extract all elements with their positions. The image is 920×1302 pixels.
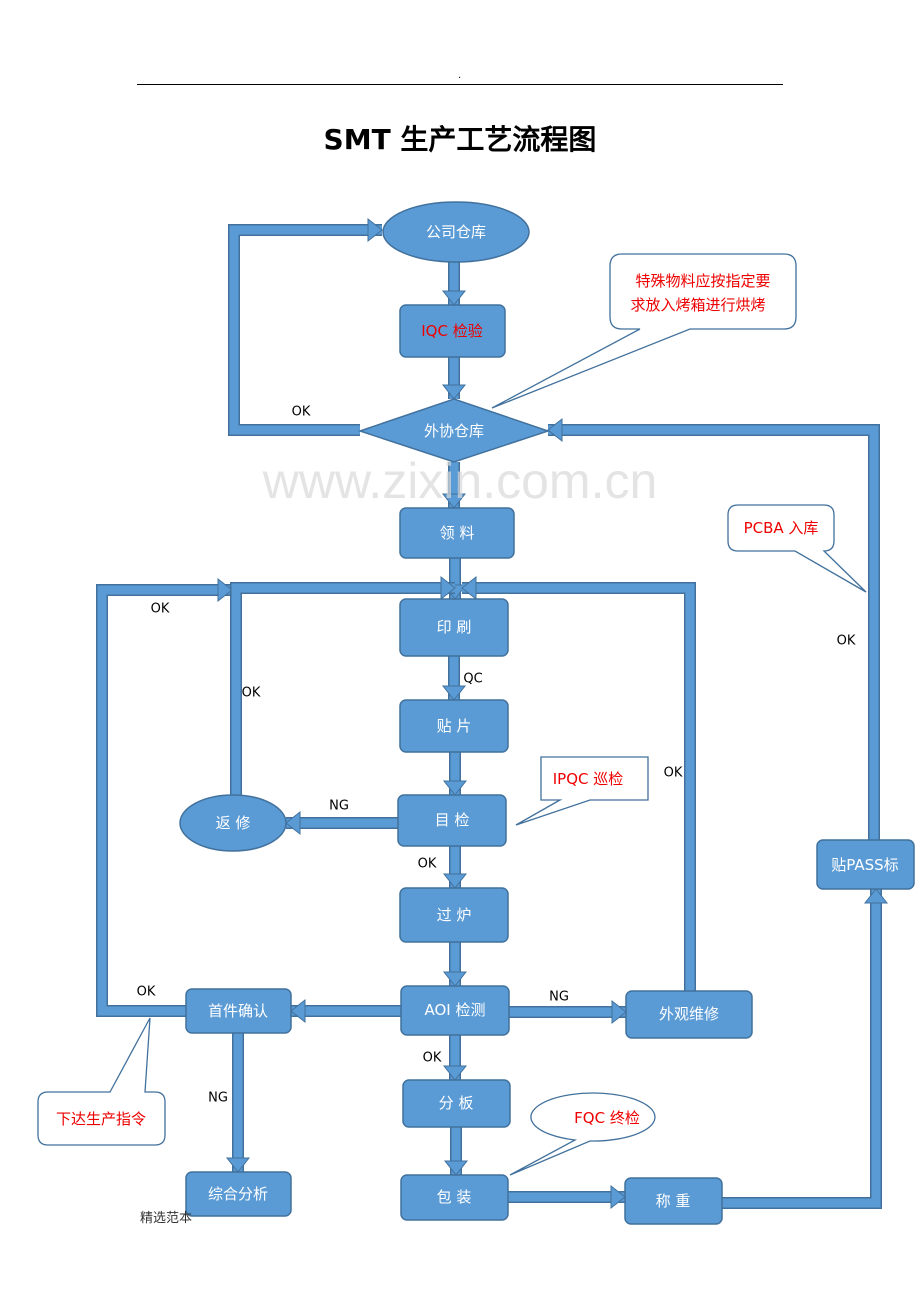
node-pick-material bbox=[399, 507, 515, 559]
node-label-visual-inspection: 目 检 bbox=[435, 811, 470, 829]
node-label-depanel: 分 板 bbox=[439, 1094, 474, 1112]
arrow-rework-ok-loop-arrowhead bbox=[440, 575, 456, 601]
watermark: www.zixin.com.cn bbox=[262, 453, 658, 509]
arrow-warehouse-iqc-arrowhead bbox=[441, 290, 467, 306]
edge-label-ng-visual: NG bbox=[329, 799, 349, 814]
node-label-weighing: 称 重 bbox=[656, 1192, 691, 1210]
node-placement bbox=[399, 699, 509, 753]
header-rule bbox=[137, 84, 783, 85]
footer-text: 精选范本 bbox=[140, 1211, 193, 1226]
node-label-pass-label: 贴PASS标 bbox=[831, 856, 898, 874]
node-label-rework: 返 修 bbox=[216, 814, 251, 832]
arrow-first-ok-loop-arrowhead bbox=[217, 577, 233, 603]
callout-text-special-material-2: 求放入烤箱进行烘烤 bbox=[630, 296, 765, 314]
edge-label-ok-aoi: OK bbox=[423, 1051, 442, 1066]
node-iqc bbox=[399, 304, 506, 358]
arrow-ok-return-warehouse-outline bbox=[228, 224, 382, 436]
node-label-outsourced-warehouse: 外协仓库 bbox=[424, 422, 484, 440]
node-first-article bbox=[185, 988, 292, 1034]
edge-label-ng-aoi: NG bbox=[549, 990, 569, 1005]
edge-label-ok-visual: OK bbox=[418, 857, 437, 872]
node-depanel bbox=[402, 1079, 511, 1128]
node-visual-inspection bbox=[397, 794, 507, 847]
node-label-pick-material: 领 料 bbox=[440, 524, 475, 542]
edge-label-ok-first: OK bbox=[137, 985, 156, 1000]
callout-special-material bbox=[491, 253, 797, 409]
arrow-ok-return-warehouse bbox=[229, 225, 382, 435]
arrow-pass-outsourced bbox=[548, 425, 879, 840]
arrow-packing-weighing-arrowhead bbox=[610, 1184, 626, 1210]
arrow-rework-ok-loop bbox=[231, 583, 455, 795]
node-label-printing: 印 刷 bbox=[437, 618, 472, 636]
page-title: SMT 生产工艺流程图 bbox=[323, 123, 597, 156]
arrow-repair-ok-loop bbox=[462, 583, 695, 991]
edge-label-ok-pcba: OK bbox=[837, 634, 856, 649]
callout-text-ipqc: IPQC 巡检 bbox=[553, 770, 624, 788]
arrow-aoi-repair-arrowhead bbox=[611, 999, 627, 1025]
node-label-analysis: 综合分析 bbox=[208, 1185, 268, 1203]
callout-ipqc bbox=[515, 756, 649, 826]
callout-fqc bbox=[509, 1092, 656, 1176]
arrow-repair-ok-loop-arrowhead bbox=[461, 575, 477, 601]
edge-label-ng-first: NG bbox=[208, 1091, 228, 1106]
callout-text-special-material-1: 特殊物料应按指定要 bbox=[635, 272, 770, 290]
arrow-visual-rework-arrowhead bbox=[285, 810, 301, 836]
node-company-warehouse bbox=[382, 201, 530, 263]
arrow-first-analysis-arrowhead bbox=[225, 1157, 251, 1173]
arrow-weighing-pass bbox=[722, 889, 881, 1208]
edge-label-qc: QC bbox=[463, 672, 482, 687]
arrow-iqc-outsourced-arrowhead bbox=[441, 384, 467, 400]
arrow-outsourced-pick-arrowhead bbox=[441, 493, 467, 509]
node-reflow bbox=[399, 887, 509, 943]
node-label-packing: 包 装 bbox=[437, 1188, 472, 1206]
edge-label-ok-repair: OK bbox=[664, 766, 683, 781]
node-label-appearance-repair: 外观维修 bbox=[659, 1005, 719, 1023]
arrow-visual-reflow-arrowhead bbox=[442, 873, 468, 889]
node-label-aoi: AOI 检测 bbox=[425, 1001, 486, 1019]
arrow-weighing-pass-outline bbox=[722, 889, 882, 1209]
edge-label-ok-rework: OK bbox=[242, 686, 261, 701]
node-printing bbox=[399, 598, 509, 657]
node-pass-label bbox=[816, 839, 915, 890]
node-packing bbox=[400, 1174, 509, 1221]
node-aoi bbox=[400, 985, 510, 1036]
callout-text-fqc: FQC 终检 bbox=[574, 1109, 640, 1127]
edge-label-ok-warehouse: OK bbox=[292, 405, 311, 420]
node-label-iqc: IQC 检验 bbox=[421, 322, 482, 340]
arrow-aoi-first-arrowhead bbox=[290, 998, 306, 1024]
arrow-aoi-depanel-arrowhead bbox=[442, 1065, 468, 1081]
node-appearance-repair bbox=[625, 990, 753, 1039]
callout-pcba bbox=[727, 504, 867, 593]
arrow-pass-outsourced-arrowhead bbox=[547, 417, 563, 443]
arrow-placement-visual-arrowhead bbox=[442, 780, 468, 796]
header-dot: . bbox=[458, 70, 462, 81]
callout-text-pcba: PCBA 入库 bbox=[744, 519, 819, 537]
arrow-first-ok-loop bbox=[97, 585, 232, 1016]
arrow-reflow-aoi-arrowhead bbox=[442, 971, 468, 987]
arrow-weighing-pass-arrowhead bbox=[863, 888, 889, 904]
callout-production-order bbox=[37, 1017, 166, 1146]
node-label-first-article: 首件确认 bbox=[208, 1002, 268, 1020]
node-outsourced-warehouse bbox=[357, 398, 551, 463]
node-analysis bbox=[185, 1171, 292, 1217]
arrow-ok-return-warehouse-arrowhead bbox=[367, 217, 383, 243]
edge-label-ok-outer: OK bbox=[151, 602, 170, 617]
node-rework bbox=[179, 794, 287, 852]
callout-text-production-order: 下达生产指令 bbox=[56, 1110, 146, 1128]
arrow-print-placement-arrowhead bbox=[441, 685, 467, 701]
node-label-placement: 贴 片 bbox=[437, 717, 472, 735]
node-weighing bbox=[624, 1177, 723, 1225]
arrow-depanel-packing-arrowhead bbox=[443, 1160, 469, 1176]
node-label-reflow: 过 炉 bbox=[437, 906, 472, 924]
node-label-company-warehouse: 公司仓库 bbox=[426, 223, 486, 241]
